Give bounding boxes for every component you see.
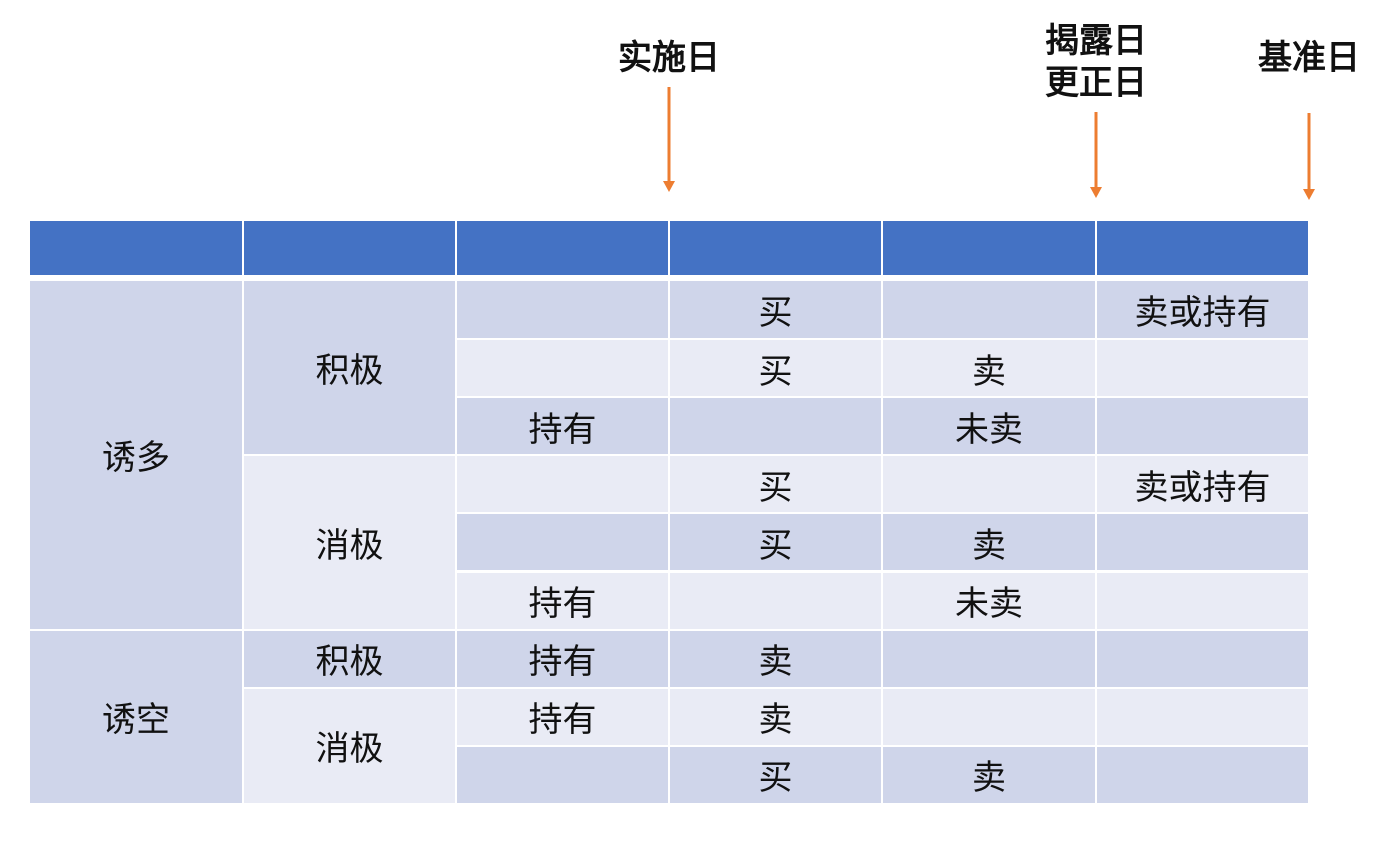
table-cell: 买 [670,456,881,513]
table-cell: 未卖 [883,572,1095,629]
table-cell: 卖 [883,514,1095,571]
arrow-down-icon [1303,189,1315,200]
header-cell [30,221,242,275]
table-cell [457,514,668,571]
marker-label-line: 实施日 [618,38,720,78]
arrow-down-icon [1090,187,1102,198]
table-cell [1097,630,1308,687]
table-cell [1097,572,1308,629]
table-cell [1097,514,1308,571]
marker-label-line: 更正日 [1045,63,1147,103]
table-cell: 买 [670,514,881,571]
table-cell [883,630,1095,687]
marker-implementation-day-label: 实施日 [618,37,720,79]
table-cell [1097,398,1308,455]
table-cell [1097,746,1308,803]
table-cell [883,281,1095,339]
group-label: 诱空 [30,630,242,803]
table-cell: 卖 [883,746,1095,803]
marker-base-day-label: 基准日 [1258,37,1360,79]
table-cell [1097,340,1308,397]
table-cell: 卖 [670,688,881,745]
table-cell: 持有 [457,398,668,455]
table-cell: 卖或持有 [1097,456,1308,513]
table-cell: 买 [670,281,881,339]
table-cell [883,456,1095,513]
table-cell [1097,688,1308,745]
subgroup-label: 积极 [244,281,455,455]
table-cell: 卖或持有 [1097,281,1308,339]
table-cell: 卖 [883,340,1095,397]
subgroup-label: 消极 [244,456,455,629]
table-cell: 买 [670,746,881,803]
header-cell [883,221,1095,275]
table-cell: 持有 [457,630,668,687]
marker-disclosure-day-label: 揭露日更正日 [1045,20,1147,104]
table-cell: 持有 [457,688,668,745]
arrow-line [667,87,671,182]
header-cell [670,221,881,275]
table-cell [457,456,668,513]
table-cell [457,281,668,339]
table-cell: 买 [670,340,881,397]
subgroup-label: 消极 [244,688,455,803]
table-cell [670,398,881,455]
table-cell: 未卖 [883,398,1095,455]
header-cell [457,221,668,275]
table-cell [457,340,668,397]
marker-label-line: 揭露日 [1045,21,1147,61]
header-cell [1097,221,1308,275]
subgroup-label: 积极 [244,630,455,687]
arrow-down-icon [663,181,675,192]
group-label: 诱多 [30,281,242,629]
arrow-line [1094,112,1098,188]
table-cell [670,572,881,629]
marker-label-line: 基准日 [1258,38,1360,78]
arrow-line [1307,113,1311,190]
table-cell: 持有 [457,572,668,629]
table-cell [457,746,668,803]
table-cell [883,688,1095,745]
table-cell: 卖 [670,630,881,687]
header-cell [244,221,455,275]
